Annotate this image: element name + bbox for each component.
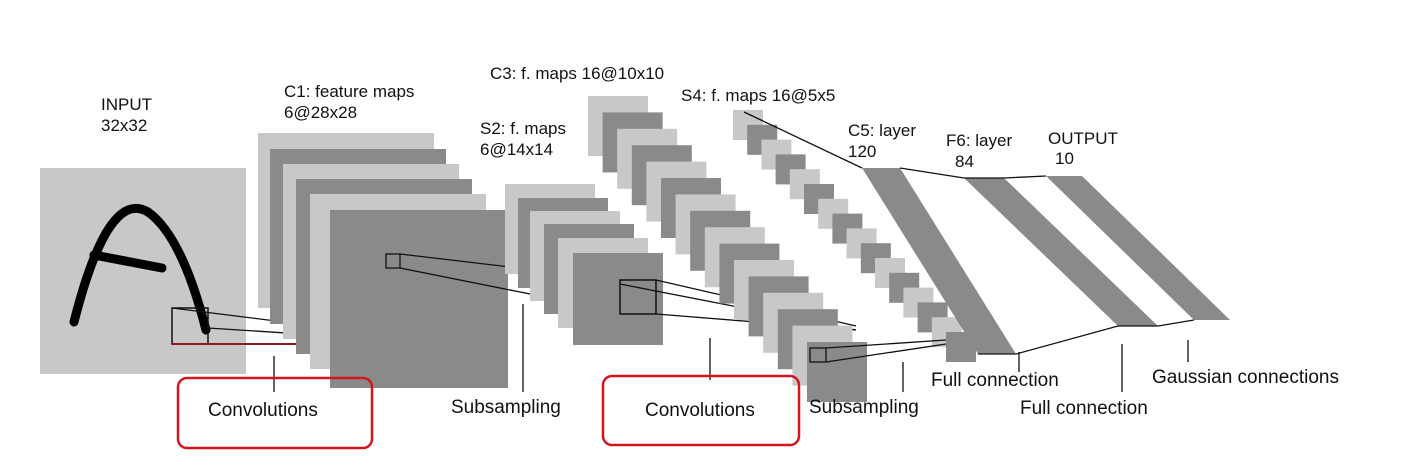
op-conv2-label: Convolutions — [645, 400, 755, 421]
output-size: 10 — [1055, 149, 1074, 168]
c5-size: 120 — [848, 142, 876, 161]
highlight-box-conv1 — [176, 376, 374, 450]
sub2-ray-bottom — [825, 343, 947, 363]
c3-maps — [588, 96, 867, 402]
c1-map-6 — [330, 210, 508, 388]
s2-receptive-field — [619, 279, 657, 315]
s2-map-6 — [573, 253, 663, 345]
c1-title: C1: feature maps — [284, 82, 414, 101]
f6-size: 84 — [955, 152, 974, 171]
output-layer — [1046, 176, 1230, 320]
op-conv1-label: Convolutions — [208, 400, 318, 421]
c5-f6-bottom — [978, 319, 1195, 355]
f6-title: F6: layer — [946, 131, 1012, 150]
sub2-ray-top — [825, 339, 947, 349]
op-sub1-label: Subsampling — [451, 397, 561, 418]
c3-map-16 — [807, 342, 867, 402]
f6-layer — [964, 178, 1158, 326]
c1-size: 6@28x28 — [284, 103, 357, 122]
op-gaussian-label: Gaussian connections — [1152, 367, 1339, 388]
c3-receptive-field — [809, 347, 827, 363]
input-image — [40, 168, 246, 374]
input-size: 32x32 — [101, 116, 147, 135]
s4-title: S4: f. maps 16@5x5 — [681, 86, 835, 105]
highlight-box-conv2 — [601, 374, 801, 447]
s2-size: 6@14x14 — [480, 140, 553, 159]
c5-f6-top — [899, 167, 1047, 179]
c1-receptive-field — [385, 253, 401, 269]
s4-to-c5-top — [743, 111, 863, 169]
c5-layer — [862, 168, 1016, 354]
c3-title: C3: f. maps 16@10x10 — [490, 64, 664, 83]
input-letter-a-bar — [89, 250, 167, 273]
output-title: OUTPUT — [1048, 129, 1118, 148]
op-sub2-label: Subsampling — [809, 397, 919, 418]
op-full1-label: Full connection — [931, 370, 1059, 391]
op-full2-label: Full connection — [1020, 398, 1148, 419]
s2-title: S2: f. maps — [480, 119, 566, 138]
input-title: INPUT — [101, 95, 152, 114]
c5-title: C5: layer — [848, 121, 916, 140]
